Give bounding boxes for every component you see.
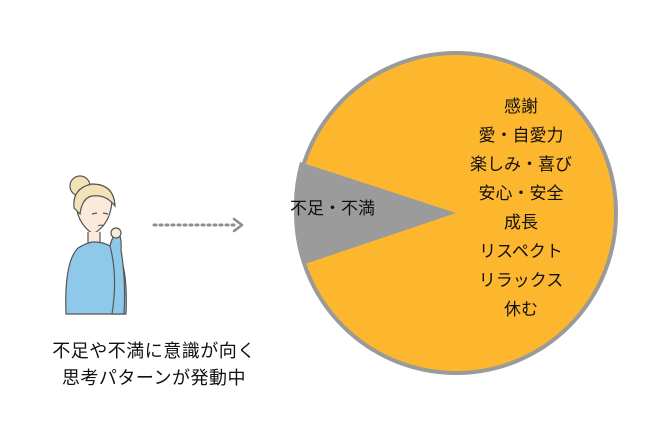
dotted-arrow <box>152 217 244 233</box>
pie-cut-label: 不足・不満 <box>290 199 375 219</box>
pie-item: 感謝 <box>504 97 538 117</box>
caption-line-1: 不足や不満に意識が向く <box>52 341 256 362</box>
pie-item-list: 感謝 愛・自愛力 楽しみ・喜び 安心・安全 成長 リスペクト リラックス 休む <box>446 93 596 325</box>
pie-item: 楽しみ・喜び <box>470 155 572 175</box>
caption: 不足や不満に意識が向く 思考パターンが発動中 <box>18 338 290 392</box>
pie-item: リスペクト <box>479 242 563 262</box>
mindset-pie-chart <box>293 51 618 375</box>
pie-item: 愛・自愛力 <box>478 126 564 146</box>
pie-item: リラックス <box>478 271 564 291</box>
caption-line-2: 思考パターンが発動中 <box>61 368 247 389</box>
thinking-woman-illustration <box>65 175 127 315</box>
pie-item: 休む <box>504 300 538 320</box>
pie-item: 成長 <box>504 213 538 233</box>
pie-item: 安心・安全 <box>478 184 564 204</box>
pie-cut-sector <box>293 162 456 264</box>
